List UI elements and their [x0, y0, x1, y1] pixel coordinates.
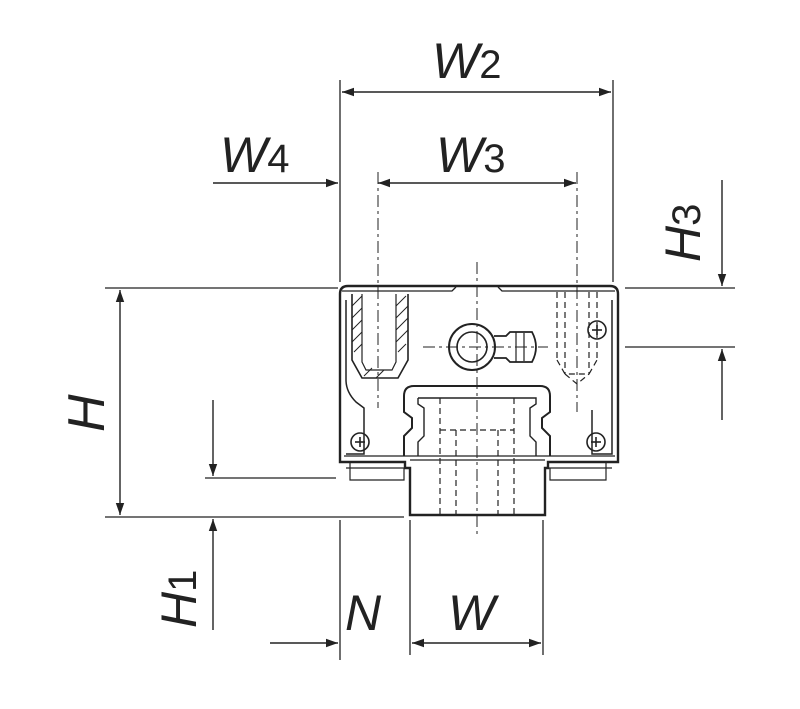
- label-h: H: [58, 394, 116, 432]
- carriage-block: [338, 284, 620, 517]
- label-w: W: [448, 585, 500, 641]
- screw-bottom-right: [586, 432, 606, 452]
- grease-nipple: [448, 323, 537, 371]
- extension-lines: [105, 80, 735, 660]
- screw-top-right: [587, 320, 607, 340]
- dimension-lines: [115, 87, 727, 648]
- label-w2: W2: [432, 33, 501, 89]
- screw-bottom-left: [350, 432, 370, 452]
- label-w3: W3: [436, 127, 505, 183]
- rail-profile: [403, 385, 551, 515]
- hatching: [351, 295, 409, 379]
- label-w4: W4: [220, 127, 289, 183]
- label-h3: H3: [655, 204, 711, 262]
- label-n: N: [345, 585, 382, 641]
- centerlines: [377, 172, 578, 535]
- label-h1: H1: [151, 570, 207, 628]
- left-tapped-hole: [351, 294, 409, 379]
